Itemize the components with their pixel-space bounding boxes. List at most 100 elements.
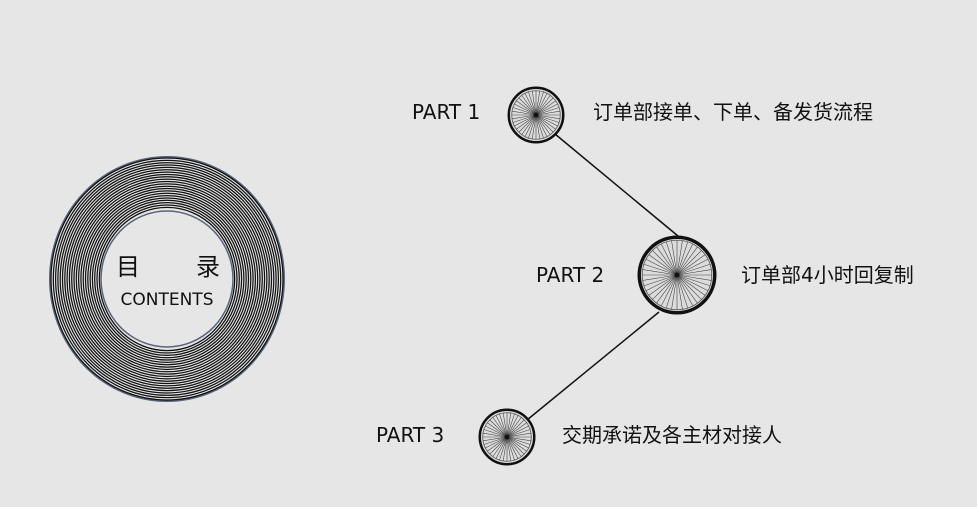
node-spoke: [516, 114, 537, 130]
ring-line: [82, 190, 252, 368]
part-2-label: PART 2: [536, 263, 605, 287]
node-spoke: [676, 263, 711, 276]
node-spoke: [492, 436, 508, 457]
node-spoke: [648, 254, 678, 276]
node-spoke: [535, 114, 554, 133]
node-spoke: [485, 425, 508, 438]
part-3-title[interactable]: 交期承诺及各主材对接人: [562, 423, 782, 447]
node-spoke: [535, 93, 548, 116]
node-spoke: [506, 436, 519, 459]
node-spoke: [660, 243, 678, 276]
node-hub: [533, 112, 539, 118]
node-spoke: [535, 114, 541, 139]
node-spoke: [535, 114, 558, 127]
node-spoke: [676, 240, 683, 276]
node-spoke: [656, 246, 678, 276]
node-spoke: [652, 274, 678, 300]
contents-subtitle: CONTENTS: [120, 290, 214, 310]
node-spoke: [676, 274, 709, 292]
node-spoke: [506, 436, 531, 442]
node-spoke: [524, 114, 537, 137]
ring-line: [87, 194, 247, 364]
node-spoke: [514, 114, 537, 127]
node-spoke: [516, 100, 537, 116]
node-spoke: [506, 436, 522, 457]
ring-line: [68, 176, 266, 382]
node-spoke: [495, 436, 508, 459]
node-spoke: [676, 274, 698, 304]
ring-inner-edge: [100, 210, 234, 348]
part-3-node-icon[interactable]: [478, 408, 536, 466]
ring-line: [57, 164, 277, 394]
ring-line: [98, 206, 236, 352]
node-spoke: [506, 436, 529, 449]
node-spoke: [665, 274, 678, 309]
node-spoke: [506, 419, 525, 438]
node-spoke: [535, 114, 560, 123]
node-spoke: [512, 114, 537, 123]
node-spoke: [483, 436, 508, 445]
node-spoke: [524, 93, 537, 116]
node-spoke: [483, 429, 508, 438]
node-spoke: [535, 97, 554, 116]
node-spoke: [645, 274, 678, 292]
node-spoke: [645, 258, 678, 276]
ring-line: [66, 173, 268, 385]
node-spoke: [665, 241, 678, 276]
node-spoke: [642, 274, 678, 281]
node-spoke: [642, 269, 678, 276]
part-2-node-icon[interactable]: [637, 235, 717, 315]
part-1-node-icon[interactable]: [507, 86, 565, 144]
node-spoke: [676, 274, 689, 309]
ring-line: [61, 169, 273, 389]
node-spoke: [676, 274, 694, 307]
node-spoke: [506, 429, 531, 438]
node-spoke: [676, 269, 712, 276]
node-spoke: [512, 107, 537, 116]
node-spoke: [502, 413, 508, 438]
node-spoke: [535, 114, 556, 130]
node-spoke: [535, 114, 544, 139]
node-hub: [674, 272, 680, 278]
node-spoke: [506, 436, 515, 461]
node-spoke: [506, 436, 527, 452]
node-spoke: [535, 107, 560, 116]
node-spoke: [643, 263, 678, 276]
connector-line-2-3: [526, 311, 660, 421]
node-spoke: [506, 415, 519, 438]
part-2-title[interactable]: 订单部4小时回复制: [741, 263, 914, 287]
ring-line: [77, 185, 257, 373]
node-spoke: [483, 436, 508, 442]
connector-line-1-2: [554, 133, 679, 237]
node-spoke: [535, 114, 548, 137]
node-spoke: [676, 258, 709, 276]
node-spoke: [489, 419, 508, 438]
node-spoke: [676, 274, 711, 287]
node-spoke: [535, 110, 560, 116]
node-spoke: [676, 250, 702, 276]
node-spoke: [535, 103, 558, 116]
node-spoke: [506, 436, 525, 455]
part-1-title[interactable]: 订单部接单、下单、备发货流程: [593, 100, 873, 124]
node-spoke: [512, 110, 537, 116]
node-spoke: [506, 436, 512, 461]
node-spoke: [506, 422, 527, 438]
ring-line: [80, 187, 254, 371]
node-spoke: [676, 241, 689, 276]
node-spoke: [535, 91, 544, 116]
node-spoke: [676, 274, 683, 310]
node-spoke: [671, 240, 678, 276]
node-spoke: [676, 274, 706, 296]
node-spoke: [506, 436, 531, 445]
node-spoke: [506, 425, 529, 438]
ring-line: [89, 197, 245, 361]
node-spoke: [506, 417, 522, 438]
node-spoke: [531, 91, 537, 116]
ring-line: [54, 162, 280, 396]
node-spoke: [487, 422, 508, 438]
ring-line: [96, 204, 238, 354]
node-spoke: [535, 91, 541, 116]
ring-line: [64, 171, 270, 387]
node-spoke: [492, 417, 508, 438]
